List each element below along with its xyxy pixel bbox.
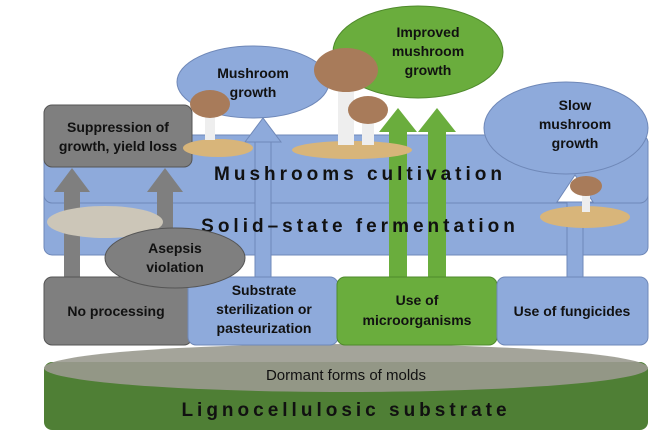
- straw-icon: [47, 206, 163, 238]
- asepsis-ellipse: [104, 227, 246, 289]
- mushroom-cluster-icon: [292, 48, 412, 159]
- fermentation-label: Solid–state fermentation: [201, 216, 519, 237]
- fungicides-label: Use of fungicides: [514, 303, 631, 319]
- mushroom-icon: [183, 90, 253, 157]
- microorganisms-box: [336, 276, 498, 346]
- molds-label: Dormant forms of molds: [266, 367, 426, 384]
- cultivation-label: Mushrooms cultivation: [214, 164, 506, 185]
- green-arrow-1: [379, 108, 417, 280]
- no-processing-label: No processing: [67, 303, 164, 319]
- green-arrow-2: [418, 108, 456, 280]
- suppression-box: [43, 104, 193, 168]
- substrate-label: Lignocellulosic substrate: [181, 400, 510, 421]
- mushroom-small-icon: [540, 176, 630, 228]
- slow-growth-ellipse: [483, 81, 649, 175]
- molds-ellipse: [44, 344, 648, 392]
- fungicides-box: [496, 276, 649, 346]
